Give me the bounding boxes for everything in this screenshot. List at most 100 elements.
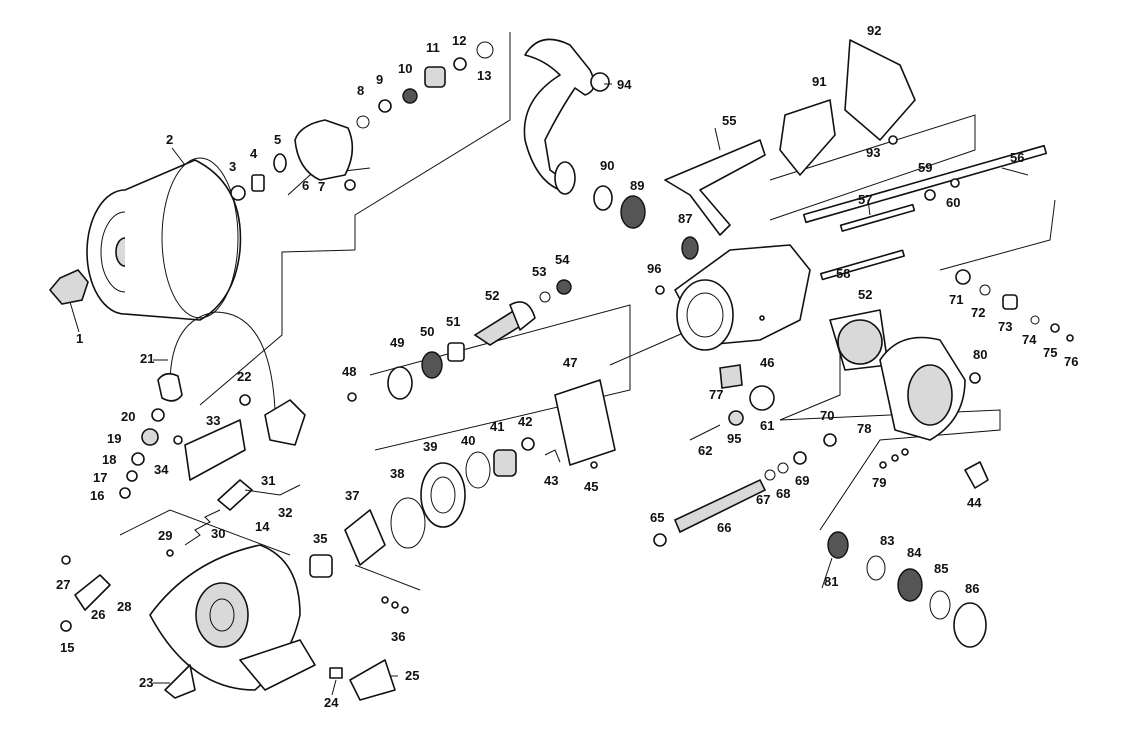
screw-24	[329, 667, 343, 679]
body-frame-ring-inner	[686, 292, 724, 338]
bearing-81	[827, 531, 849, 559]
o-ring-13	[476, 41, 494, 59]
rotor-arm	[239, 639, 316, 691]
callout-2: 2	[166, 132, 173, 147]
cap-86	[953, 602, 987, 648]
callout-40: 40	[461, 433, 475, 448]
callout-25: 25	[405, 668, 419, 683]
callout-15: 15	[60, 640, 74, 655]
plate-37	[344, 509, 386, 566]
callout-95: 95	[727, 431, 741, 446]
callout-86: 86	[965, 581, 979, 596]
clip-43	[544, 449, 561, 463]
callout-77: 77	[709, 387, 723, 402]
screws-36	[381, 596, 409, 614]
callout-65: 65	[650, 510, 664, 525]
callout-6: 6	[302, 178, 309, 193]
cap-44	[964, 461, 989, 489]
reel-foot-55	[664, 139, 766, 236]
bearing-84	[897, 568, 923, 602]
bail-bracket-33	[184, 419, 246, 481]
callout-3: 3	[229, 159, 236, 174]
callout-5: 5	[274, 132, 281, 147]
callout-80: 80	[973, 347, 987, 362]
callout-62: 62	[698, 443, 712, 458]
screw-27	[61, 555, 71, 565]
callout-19: 19	[107, 431, 121, 446]
screw-93	[888, 135, 898, 145]
washer-40	[465, 451, 491, 489]
callout-24: 24	[324, 695, 339, 710]
bushing-42	[521, 437, 535, 451]
callout-31: 31	[261, 473, 275, 488]
callout-22: 22	[237, 369, 251, 384]
callout-53: 53	[532, 264, 546, 279]
screw-60	[950, 178, 960, 188]
callout-71: 71	[949, 292, 963, 307]
callout-51: 51	[446, 314, 460, 329]
washer-75	[1050, 323, 1060, 333]
pin-29	[166, 549, 174, 557]
bushing-35	[309, 554, 333, 578]
pin-96	[655, 285, 665, 295]
callout-42: 42	[518, 414, 532, 429]
pinion-assembly	[344, 279, 616, 566]
screw-80	[969, 372, 981, 384]
callout-56: 56	[1010, 150, 1024, 165]
callout-47: 47	[563, 355, 577, 370]
screw-45	[590, 461, 598, 469]
washer-74	[1030, 315, 1040, 325]
callout-66: 66	[717, 520, 731, 535]
callout-79: 79	[872, 475, 886, 490]
screw-48	[347, 392, 357, 402]
callout-18: 18	[102, 452, 116, 467]
spring-8	[356, 115, 370, 129]
bushing-73	[1002, 294, 1018, 310]
bail-rotor-assembly	[60, 311, 409, 701]
bearing-89	[620, 195, 646, 229]
handle-collar	[554, 161, 576, 195]
cover-91	[779, 99, 836, 176]
washer-4	[251, 174, 265, 192]
callout-16: 16	[90, 488, 104, 503]
pin-46	[759, 315, 765, 321]
callout-58: 58	[836, 266, 850, 281]
washer-68	[777, 462, 789, 474]
drive-gear-face	[837, 319, 883, 365]
callout-20: 20	[121, 409, 135, 424]
callout-92: 92	[867, 23, 881, 38]
callout-4: 4	[250, 146, 258, 161]
washer-70	[823, 433, 837, 447]
callout-13: 13	[477, 68, 491, 83]
callout-87: 87	[678, 211, 692, 226]
callout-48: 48	[342, 364, 356, 379]
callout-7: 7	[318, 179, 325, 194]
bearing-50	[421, 351, 443, 379]
callout-50: 50	[420, 324, 434, 339]
shaft-58	[820, 249, 905, 281]
spool-knob	[48, 269, 89, 305]
callout-10: 10	[398, 61, 412, 76]
plate-39	[420, 462, 466, 528]
roller-19	[141, 428, 159, 446]
bearing-10	[402, 88, 418, 104]
callout-27: 27	[56, 577, 70, 592]
callout-26: 26	[91, 607, 105, 622]
washer-5	[273, 153, 287, 173]
bail-trip-31	[217, 479, 253, 511]
callout-39: 39	[423, 439, 437, 454]
body-assembly	[523, 38, 1074, 648]
callout-85: 85	[934, 561, 948, 576]
washer-12	[453, 57, 467, 71]
callout-96: 96	[647, 261, 661, 276]
drag-knob-11	[424, 66, 446, 88]
o-ring-85	[929, 590, 951, 620]
bail-arm-tip	[157, 372, 183, 402]
callout-76: 76	[1064, 354, 1078, 369]
callout-75: 75	[1043, 345, 1057, 360]
callout-55: 55	[722, 113, 736, 128]
o-ring-38	[390, 497, 426, 549]
spring-wire-32	[244, 484, 301, 496]
drag-housing-6	[294, 119, 354, 181]
